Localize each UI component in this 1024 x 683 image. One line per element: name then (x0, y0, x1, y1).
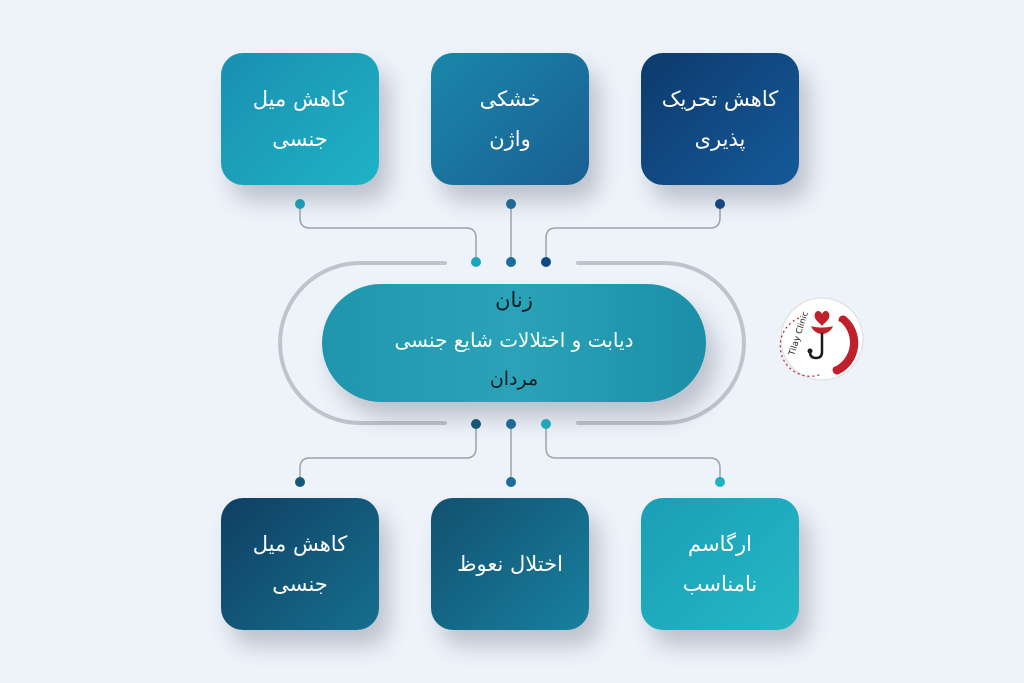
connector-dot (506, 257, 516, 267)
card-label: کاهش میل جنسی (252, 532, 348, 596)
card-label: کاهش تحریک پذیری (661, 87, 779, 151)
card-label: ارگاسم نامناسب (682, 532, 758, 596)
connector-dot (506, 419, 516, 429)
connector-dot (471, 419, 481, 429)
card-label: کاهش میل جنسی (252, 87, 348, 151)
connector-dot (506, 477, 516, 487)
connector-dot (715, 477, 725, 487)
connector-dot (541, 419, 551, 429)
hub-bracket-left (278, 261, 447, 425)
card-top-left: کاهش میل جنسی (221, 53, 379, 185)
hub-subtitle: مردان (489, 368, 539, 390)
hub-title: زنان (495, 288, 533, 312)
card-label: خشکی واژن (479, 87, 541, 151)
card-top-center: خشکی واژن (431, 53, 589, 185)
connector-bottom-left (299, 424, 477, 482)
connector-dot (295, 199, 305, 209)
card-top-right: کاهش تحریک پذیری (641, 53, 799, 185)
connector-bottom-right (545, 424, 721, 482)
connector-top-left (299, 204, 477, 262)
connector-dot (541, 257, 551, 267)
connector-dot (715, 199, 725, 209)
card-label: اختلال نعوظ (457, 552, 563, 576)
card-bottom-right: ارگاسم نامناسب (641, 498, 799, 630)
hub-bracket-right (576, 261, 746, 425)
hub-main-text: دیابت و اختلالات شایع جنسی (394, 328, 634, 352)
clinic-logo: Tilay Clinic (779, 297, 864, 381)
card-bottom-left: کاهش میل جنسی (221, 498, 379, 630)
connector-dot (506, 199, 516, 209)
card-bottom-center: اختلال نعوظ (431, 498, 589, 630)
hub-pill: زنان دیابت و اختلالات شایع جنسی مردان (322, 284, 706, 402)
connector-dot (295, 477, 305, 487)
connector-dot (471, 257, 481, 267)
connector-top-right (545, 204, 721, 262)
